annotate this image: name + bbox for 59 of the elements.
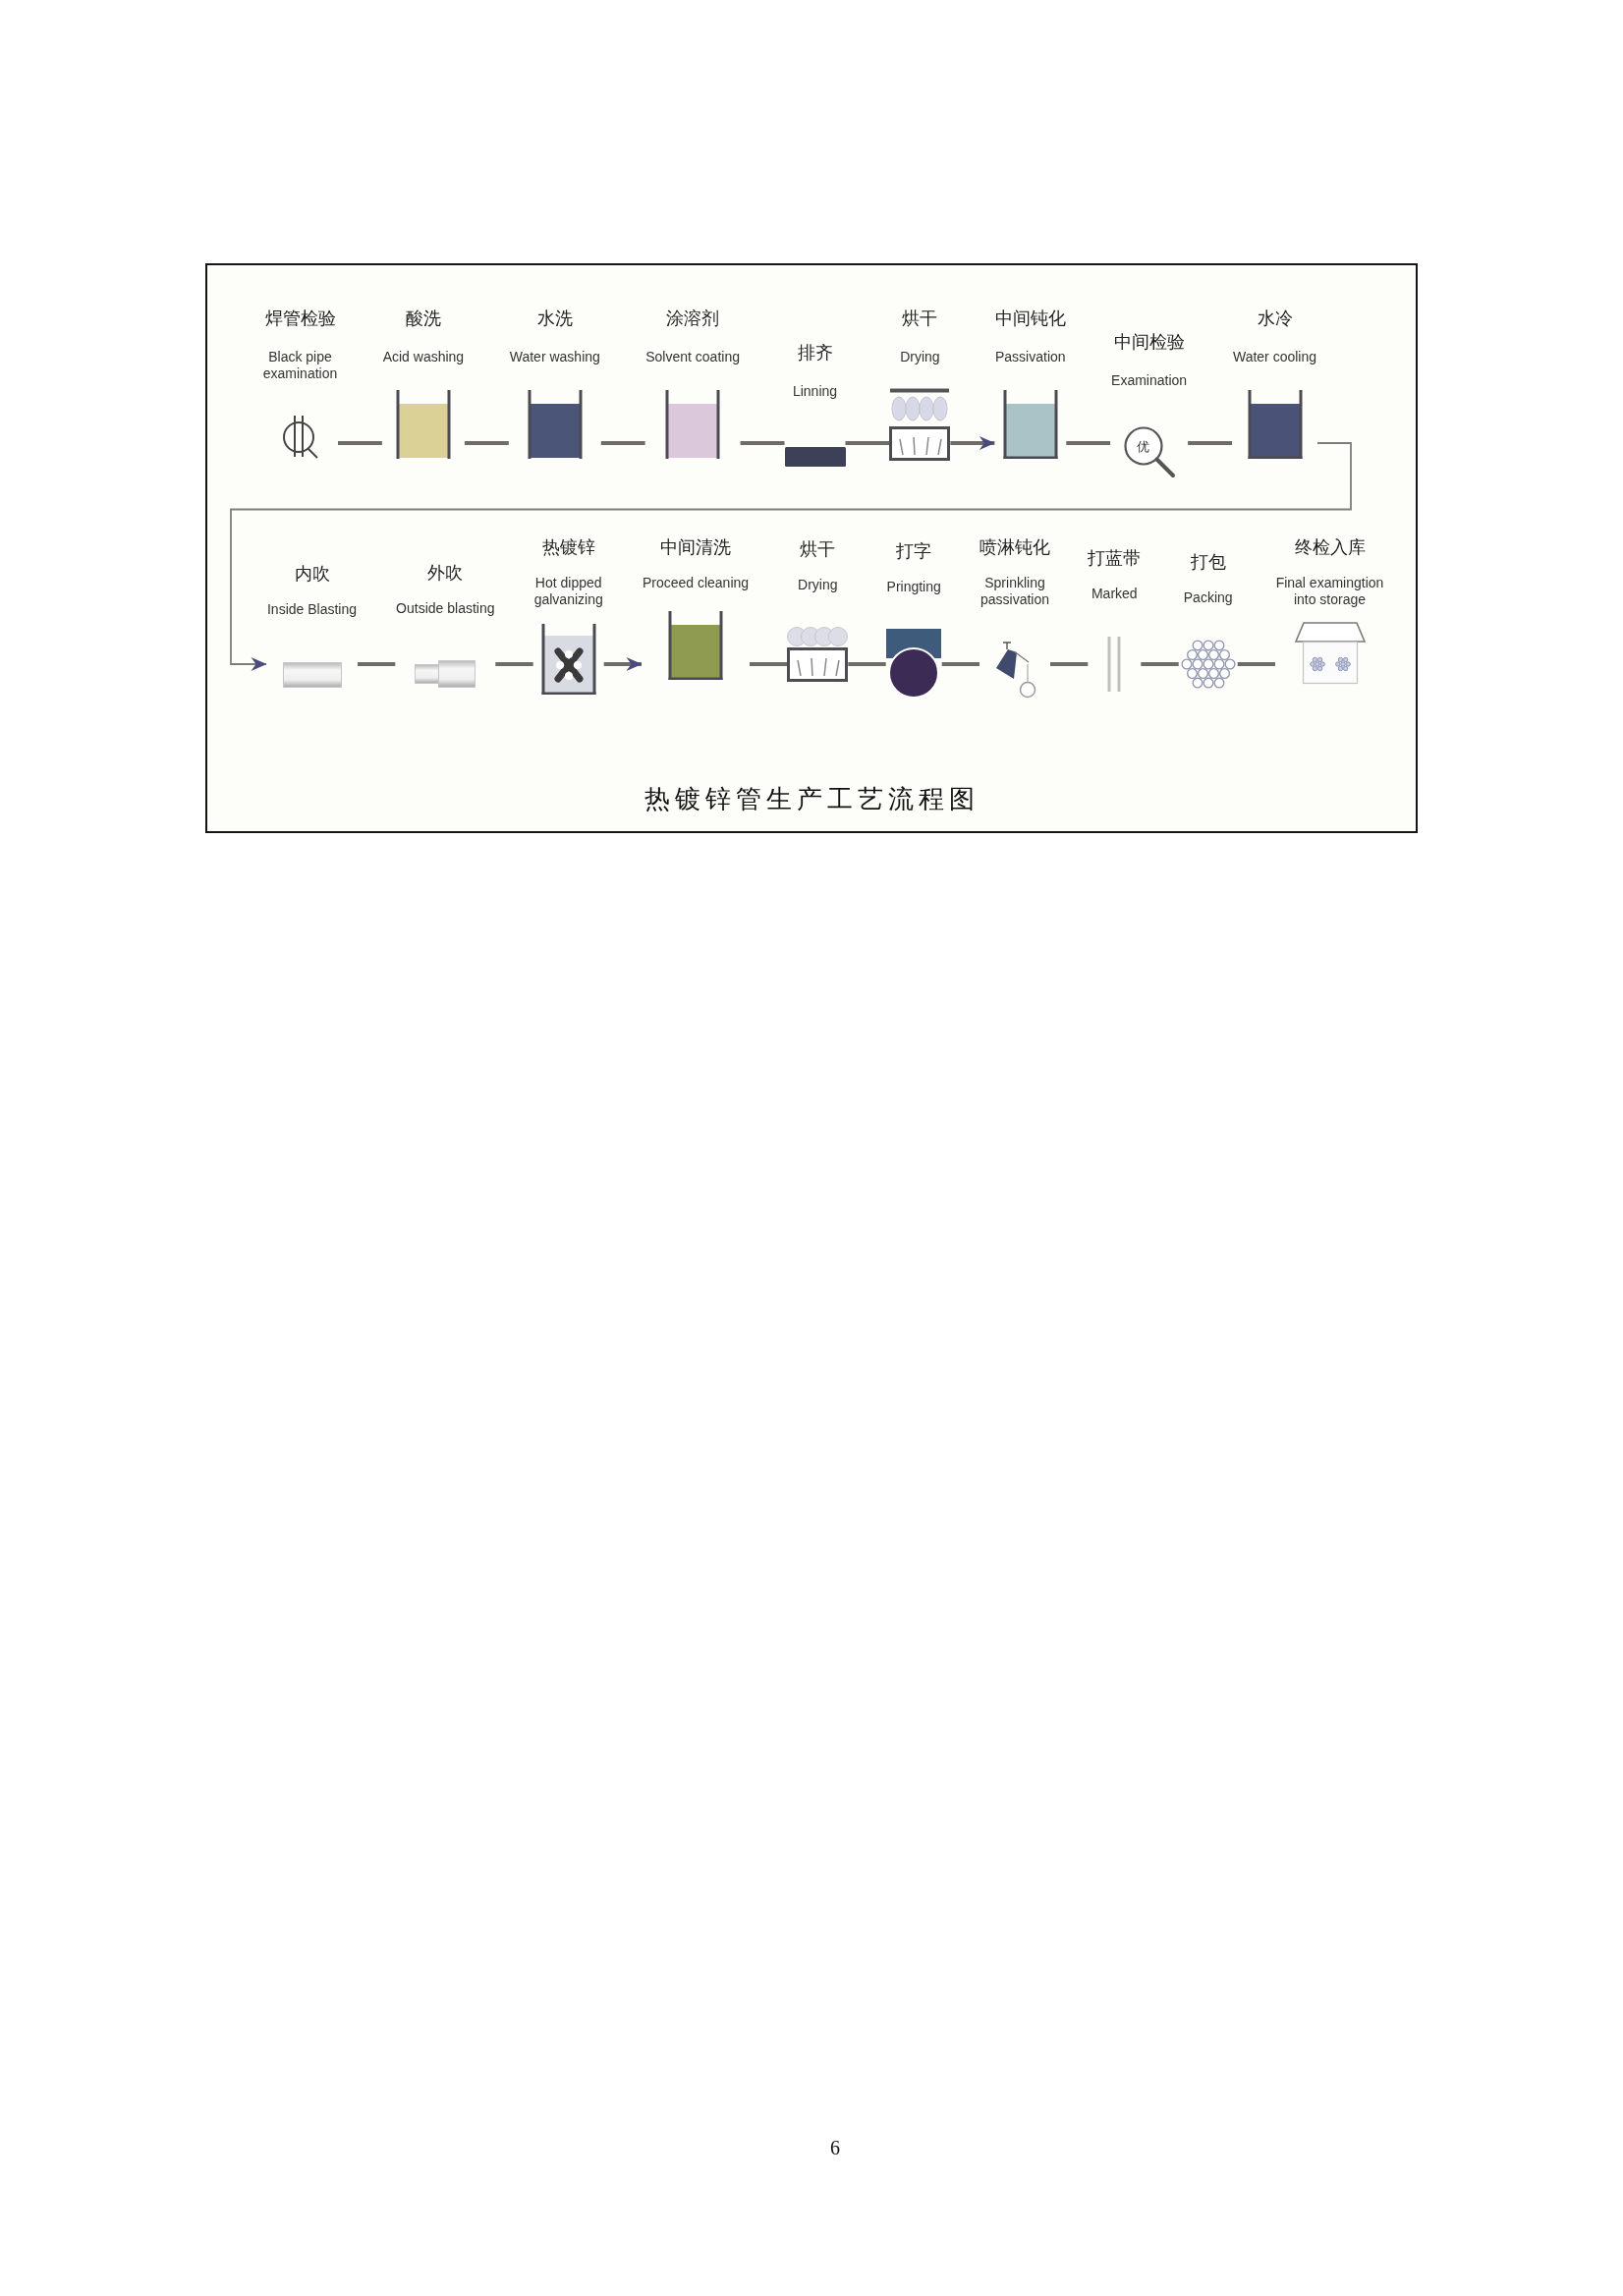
step-subtitle: Examination bbox=[1110, 372, 1189, 389]
step-title: 内吹 bbox=[294, 563, 330, 585]
connector-line bbox=[1066, 441, 1111, 445]
step-title: 烘干 bbox=[800, 538, 836, 560]
step-subtitle: Drying bbox=[899, 349, 941, 365]
connector-line bbox=[750, 662, 788, 666]
step-title: 水洗 bbox=[536, 308, 573, 329]
step-subtitle: Hot dipped galvanizing bbox=[532, 575, 604, 608]
step-title: 水冷 bbox=[1257, 308, 1293, 329]
connector-line bbox=[740, 441, 785, 445]
step-subtitle: Water washing bbox=[508, 349, 601, 365]
step-title: 中间检验 bbox=[1113, 331, 1185, 353]
connector-line bbox=[941, 662, 979, 666]
step-title: 烘干 bbox=[902, 308, 938, 329]
grade-mark: 优 bbox=[1137, 438, 1150, 454]
connector-line bbox=[600, 441, 645, 445]
step-title: 热镀锌 bbox=[541, 536, 595, 558]
connector-line bbox=[1188, 441, 1232, 445]
connector-line bbox=[1237, 662, 1275, 666]
step-subtitle: Packing bbox=[1183, 589, 1234, 606]
step-subtitle: Pringting bbox=[885, 579, 942, 595]
step-title: 焊管检验 bbox=[264, 308, 336, 329]
figure-caption: 热镀锌管生产工艺流程图 bbox=[644, 783, 979, 814]
step-title: 中间钝化 bbox=[994, 308, 1066, 329]
connector-line bbox=[464, 441, 509, 445]
step-subtitle: Acid washing bbox=[381, 349, 465, 365]
step-title: 中间清洗 bbox=[660, 536, 731, 558]
connector-line bbox=[845, 441, 890, 445]
step-subtitle: Outside blasting bbox=[395, 600, 496, 617]
step-subtitle: Linning bbox=[792, 383, 838, 400]
connector-line bbox=[338, 441, 382, 445]
connector-line bbox=[1050, 662, 1089, 666]
step-subtitle: Marked bbox=[1091, 586, 1139, 602]
step-subtitle: Proceed cleaning bbox=[642, 575, 750, 591]
connector-line bbox=[1141, 662, 1179, 666]
step-title: 外吹 bbox=[427, 562, 464, 584]
step-title: 涂溶剂 bbox=[666, 308, 720, 329]
step-title: 酸洗 bbox=[405, 308, 441, 329]
arrow bbox=[230, 442, 1352, 671]
step-title: 排齐 bbox=[797, 342, 833, 364]
step-subtitle: Drying bbox=[797, 577, 839, 593]
arrow bbox=[603, 657, 643, 671]
step-title: 打字 bbox=[896, 540, 932, 562]
step-subtitle: Black pipe examination bbox=[262, 349, 338, 382]
arrow bbox=[950, 436, 995, 450]
connector-line bbox=[358, 662, 396, 666]
step-title: 打包 bbox=[1190, 551, 1226, 573]
step-subtitle: Passivation bbox=[994, 349, 1067, 365]
step-title: 打蓝带 bbox=[1088, 547, 1142, 569]
step-subtitle: Inside Blasting bbox=[266, 601, 358, 618]
step-title: 喷淋钝化 bbox=[979, 536, 1050, 558]
connector-line bbox=[495, 662, 533, 666]
page-number: 6 bbox=[830, 2136, 840, 2159]
step-title: 终检入库 bbox=[1294, 536, 1366, 558]
step-subtitle: Sprinkling passivation bbox=[979, 575, 1050, 608]
step-subtitle: Solvent coating bbox=[644, 349, 741, 365]
step-subtitle: Final examingtion into storage bbox=[1275, 575, 1384, 608]
step-subtitle: Water cooling bbox=[1232, 349, 1317, 365]
connector-line bbox=[848, 662, 886, 666]
